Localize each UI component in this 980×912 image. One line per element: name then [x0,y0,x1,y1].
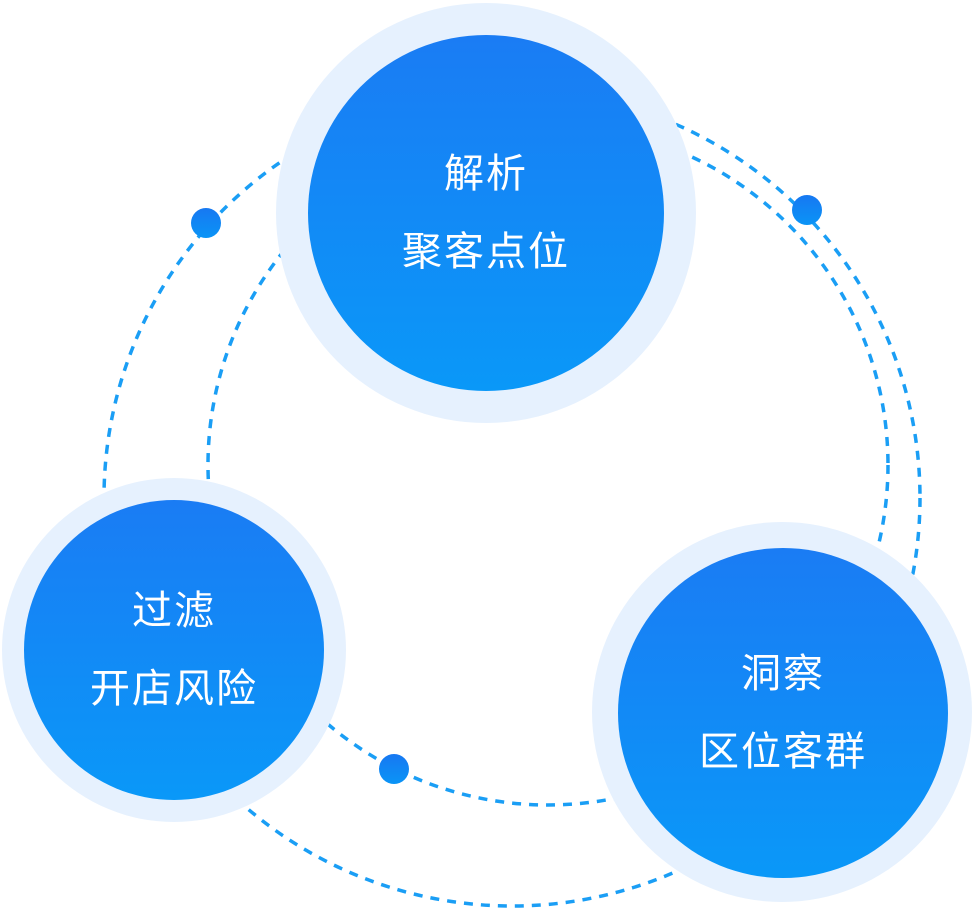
node-right-title: 洞察 [741,651,825,697]
connector-dot-bottom [379,754,409,784]
node-left: 过滤 开店风险 [24,500,324,800]
node-top-title: 解析 [444,151,528,197]
node-left-subtitle: 开店风险 [90,666,258,712]
node-top-subtitle: 聚客点位 [402,229,570,275]
node-right: 洞察 区位客群 [618,548,948,878]
connector-dot-upper-left [191,208,221,238]
connector-dot-upper-right [792,195,822,225]
node-top: 解析 聚客点位 [308,35,664,391]
node-right-subtitle: 区位客群 [699,729,867,775]
node-left-title: 过滤 [132,588,216,634]
